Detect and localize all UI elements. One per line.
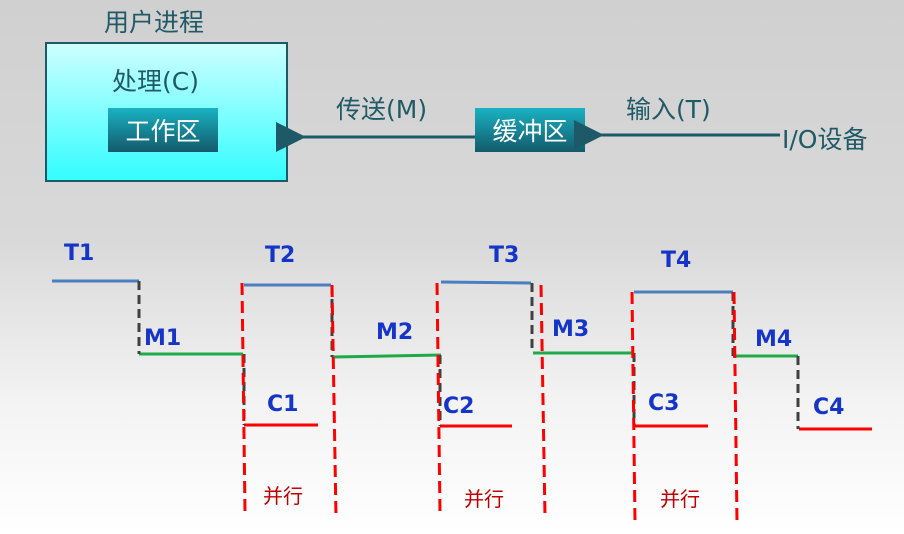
parallel-boundary	[539, 284, 547, 518]
t1-label: T1	[64, 241, 94, 266]
parallel-boundary	[330, 284, 338, 518]
parallel-label: 并行	[660, 487, 700, 511]
c1-label: C1	[267, 392, 298, 417]
io-device-label: I/O设备	[782, 125, 868, 154]
parallel-label: 并行	[464, 487, 504, 511]
c4-label: C4	[813, 395, 844, 420]
t3-label: T3	[489, 243, 519, 268]
m4-label: M4	[755, 327, 792, 352]
m2-segment	[332, 353, 442, 359]
t3-segment	[440, 280, 532, 285]
process-title: 用户进程	[104, 8, 205, 37]
transfer-label: 传送(M)	[336, 95, 428, 124]
parallel-boundary	[240, 282, 247, 513]
t2-label: T2	[265, 243, 295, 268]
parallel-boundary	[630, 291, 637, 523]
work-area-box: 工作区	[108, 108, 218, 152]
buffer-box: 缓冲区	[475, 108, 585, 152]
t4-label: T4	[661, 248, 691, 273]
input-label: 输入(T)	[626, 95, 711, 124]
parallel-boundary	[732, 291, 739, 523]
m2-label: M2	[376, 320, 413, 345]
parallel-boundary	[435, 282, 442, 514]
c3-label: C3	[648, 391, 679, 416]
m3-label: M3	[552, 317, 589, 342]
process-label: 处理(C)	[112, 67, 199, 96]
c2-label: C2	[443, 394, 474, 419]
parallel-label: 并行	[263, 484, 303, 508]
m1-label: M1	[144, 326, 181, 351]
